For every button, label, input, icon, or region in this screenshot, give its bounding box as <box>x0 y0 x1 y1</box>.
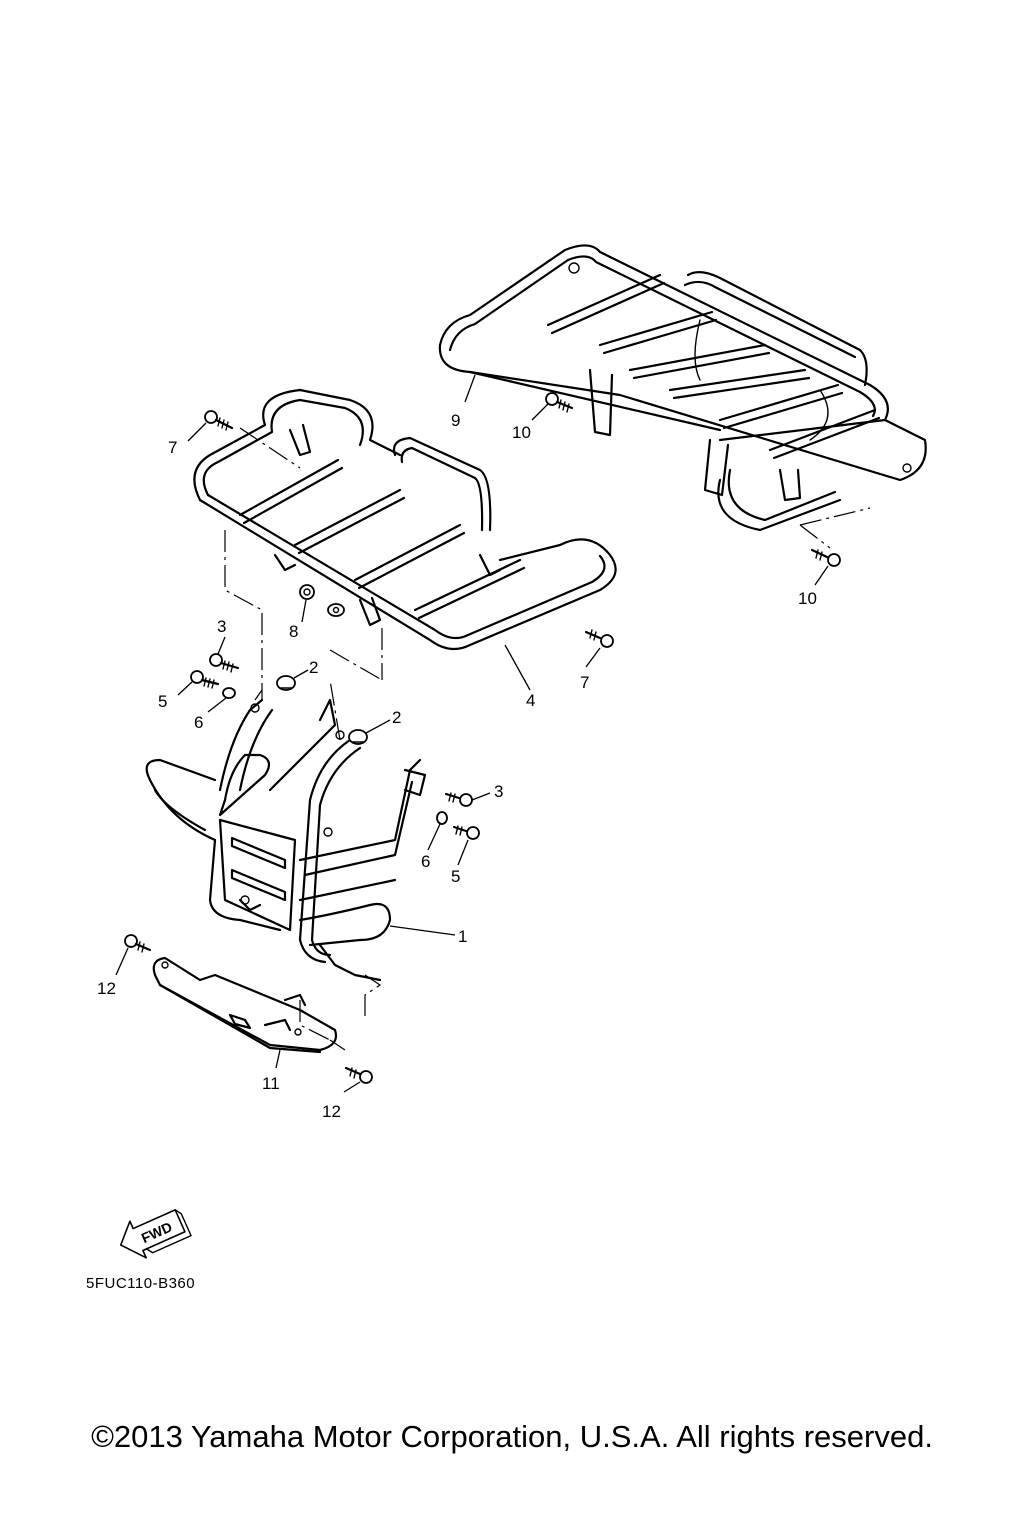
bottom-plate <box>152 956 346 1054</box>
bolt-3-upper <box>209 653 240 673</box>
callout-8: 8 <box>289 622 298 641</box>
bolt-7-lower <box>584 629 614 648</box>
washer-6-upper <box>222 687 236 699</box>
front-carrier-rungs <box>238 458 526 620</box>
fwd-arrow: FWD <box>119 1209 192 1259</box>
callout-4: 4 <box>526 691 535 710</box>
callout-10: 10 <box>798 589 817 608</box>
bolt-3-lower <box>444 792 473 807</box>
leader-lines <box>115 374 829 1093</box>
callout-5: 5 <box>451 867 460 886</box>
callout-9: 9 <box>451 411 460 430</box>
washer-6-lower <box>436 811 448 825</box>
bolt-5-upper <box>190 670 220 689</box>
callout-6: 6 <box>194 713 203 732</box>
callout-12: 12 <box>97 979 116 998</box>
callout-7: 7 <box>580 673 589 692</box>
callout-12: 12 <box>322 1102 341 1121</box>
bolt-12-upper <box>124 934 152 953</box>
callout-7: 7 <box>168 438 177 457</box>
callout-5: 5 <box>158 692 167 711</box>
callout-2: 2 <box>309 658 318 677</box>
bolt-7-upper <box>204 410 234 431</box>
front-guard <box>145 679 427 1020</box>
copyright-notice: ©2013 Yamaha Motor Corporation, U.S.A. A… <box>91 1419 933 1454</box>
diagram-code: 5FUC110-B360 <box>86 1275 196 1292</box>
callout-6: 6 <box>421 852 430 871</box>
bolt-12-lower <box>344 1066 373 1084</box>
callout-11: 11 <box>262 1074 280 1093</box>
rear-carrier <box>438 244 927 549</box>
callout-1: 1 <box>458 927 467 946</box>
callout-3: 3 <box>494 782 503 801</box>
front-carrier <box>193 388 617 700</box>
nut-8 <box>299 584 315 600</box>
rear-carrier-rungs <box>546 273 881 460</box>
grommet-2-lower <box>348 729 368 745</box>
callout-labels: 1 2 2 3 3 4 5 5 6 6 7 7 8 9 10 10 11 12 … <box>97 411 817 1121</box>
bolt-10-lower <box>810 548 841 567</box>
fasteners <box>124 392 841 1084</box>
callout-2: 2 <box>392 708 401 727</box>
bolt-5-lower <box>452 825 480 840</box>
callout-10: 10 <box>512 423 531 442</box>
callout-3: 3 <box>217 617 226 636</box>
grommet-2-upper <box>276 675 296 691</box>
washer-8 <box>327 603 345 617</box>
bolt-10-upper <box>545 392 574 413</box>
